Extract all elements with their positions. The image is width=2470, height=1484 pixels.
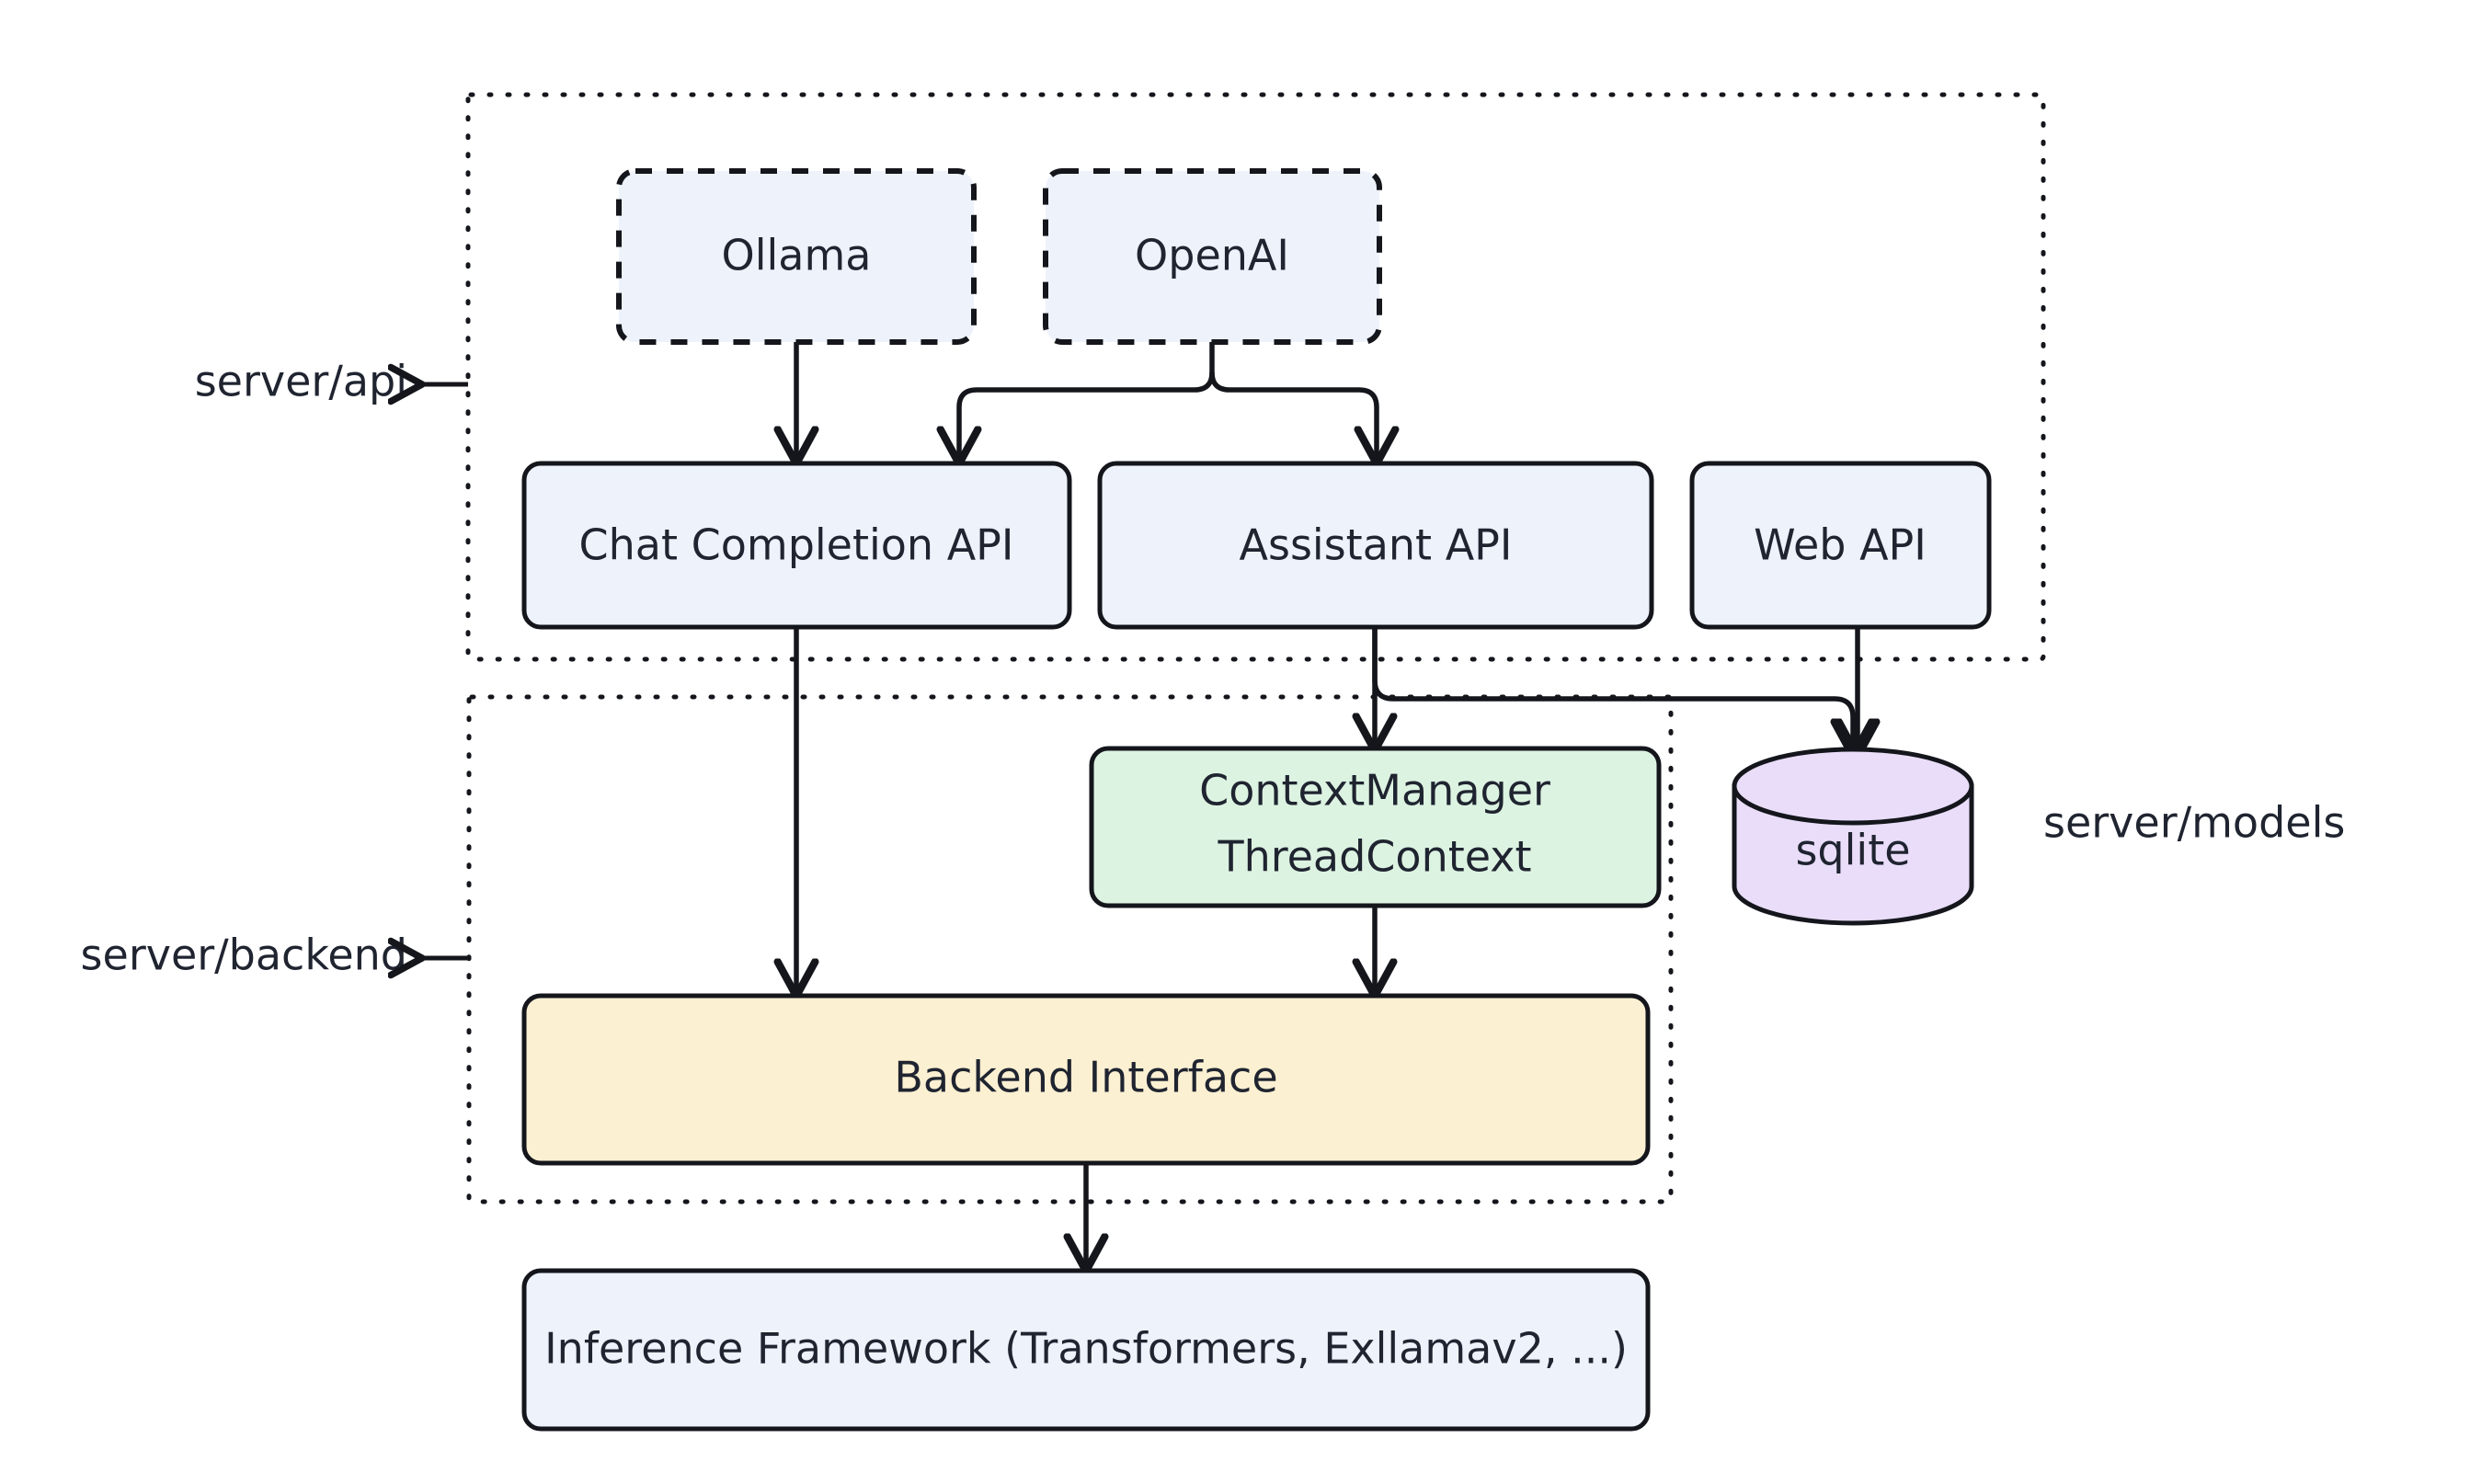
edge-openai-fork-stem [959, 342, 1215, 460]
node-openai-label: OpenAI [1135, 231, 1289, 280]
group-container-server-backend [466, 694, 1674, 1204]
node-inference-framework-label: Inference Framework (Transformers, Exlla… [544, 1324, 1628, 1374]
group-label-server-api: server/api [195, 357, 407, 406]
node-inference-framework[interactable]: Inference Framework (Transformers, Exlla… [521, 1268, 1651, 1432]
node-backend-interface-shape [521, 993, 1651, 1166]
node-web-api-label: Web API [1754, 520, 1927, 570]
node-sqlite[interactable]: sqlite [1732, 747, 1974, 926]
node-inference-framework-shape [521, 1268, 1651, 1432]
node-context-manager[interactable]: ContextManager ThreadContext [1089, 746, 1662, 908]
node-chat-completion-api-shape [521, 461, 1072, 630]
node-backend-interface-label: Backend Interface [894, 1053, 1277, 1102]
node-ollama-shape [616, 168, 977, 345]
node-web-api-shape [1689, 461, 1992, 630]
edge-assistant-api-to-sqlite [1372, 627, 1853, 752]
group-label-server-backend: server/backend [81, 930, 407, 980]
group-label-server-models: server/models [2043, 798, 2345, 848]
node-sqlite-label: sqlite [1795, 826, 1910, 875]
node-context-manager-label-line2: ThreadContext [1217, 832, 1531, 882]
node-chat-completion-api-label: Chat Completion API [579, 520, 1014, 570]
node-backend-interface[interactable]: Backend Interface [521, 993, 1651, 1166]
node-assistant-api[interactable]: Assistant API [1097, 461, 1654, 630]
node-openai[interactable]: OpenAI [1043, 168, 1382, 345]
node-assistant-api-label: Assistant API [1240, 520, 1513, 570]
node-assistant-api-shape [1097, 461, 1654, 630]
node-ollama[interactable]: Ollama [616, 168, 977, 345]
node-openai-shape [1043, 168, 1382, 345]
group-container-server-api [465, 92, 2046, 662]
node-chat-completion-api[interactable]: Chat Completion API [521, 461, 1072, 630]
node-sqlite-top [1732, 747, 1974, 826]
edge-openai-fork-to-assistant-api [1209, 371, 1377, 460]
node-context-manager-label-line1: ContextManager [1199, 766, 1550, 816]
node-context-manager-shape [1089, 746, 1662, 908]
node-ollama-label: Ollama [722, 231, 872, 280]
node-web-api[interactable]: Web API [1689, 461, 1992, 630]
